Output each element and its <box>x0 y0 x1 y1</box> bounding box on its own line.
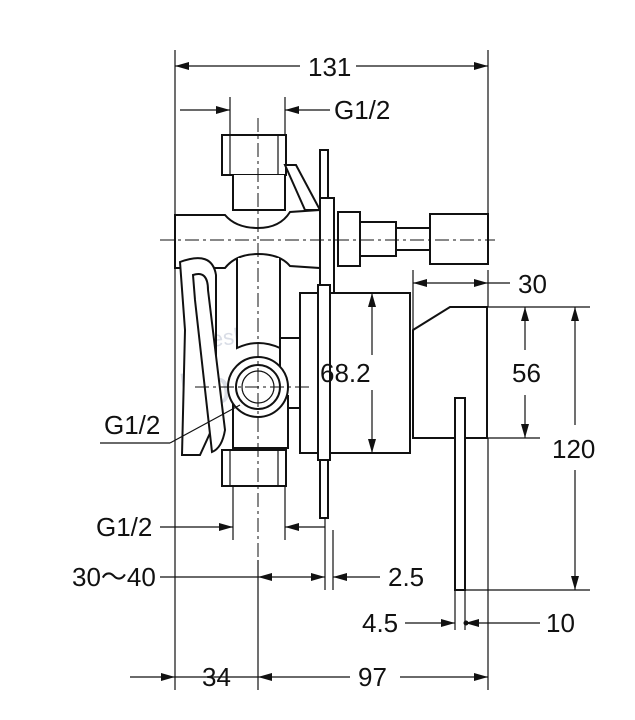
dim-lever-height: 56 <box>512 358 541 388</box>
dim-bottom-left: 34 <box>202 662 231 692</box>
top-inlet-cap <box>221 134 287 176</box>
dim-lever-offset: 30 <box>518 269 547 299</box>
dim-total-height: 120 <box>552 434 595 464</box>
dim-outlet-bottom: G1/2 <box>96 512 152 542</box>
bottom-outlet-cap <box>221 449 287 487</box>
dim-bottom-right: 97 <box>358 662 387 692</box>
dim-inlet-top: G1/2 <box>334 95 390 125</box>
cartridge-body <box>359 221 397 257</box>
dimension-lines <box>100 50 590 690</box>
top-pipe <box>232 175 286 211</box>
dim-inlet-side: G1/2 <box>104 410 160 440</box>
cover-flange <box>317 284 331 461</box>
lever-blade <box>454 397 466 591</box>
diverter-stem <box>395 227 431 251</box>
dimension-labels: 131 G1/2 G1/2 G1/2 30～40 2.5 30 56 68.2 … <box>72 52 595 692</box>
plate-clamp <box>319 197 335 299</box>
dim-overall-width: 131 <box>308 52 351 82</box>
dim-plate-thickness: 2.5 <box>388 562 424 592</box>
left-stem-inner <box>191 273 227 454</box>
dim-lever-thickness: 4.5 <box>362 608 398 638</box>
dim-plate-height: 68.2 <box>320 358 371 388</box>
brace <box>283 164 322 211</box>
lever-handle <box>412 306 488 439</box>
diverter-knob <box>429 213 489 265</box>
cartridge-nut <box>337 211 361 267</box>
centerlines <box>160 118 495 560</box>
dim-wall-range: 30～40 <box>72 562 156 592</box>
dim-lever-end: 10 <box>546 608 575 638</box>
